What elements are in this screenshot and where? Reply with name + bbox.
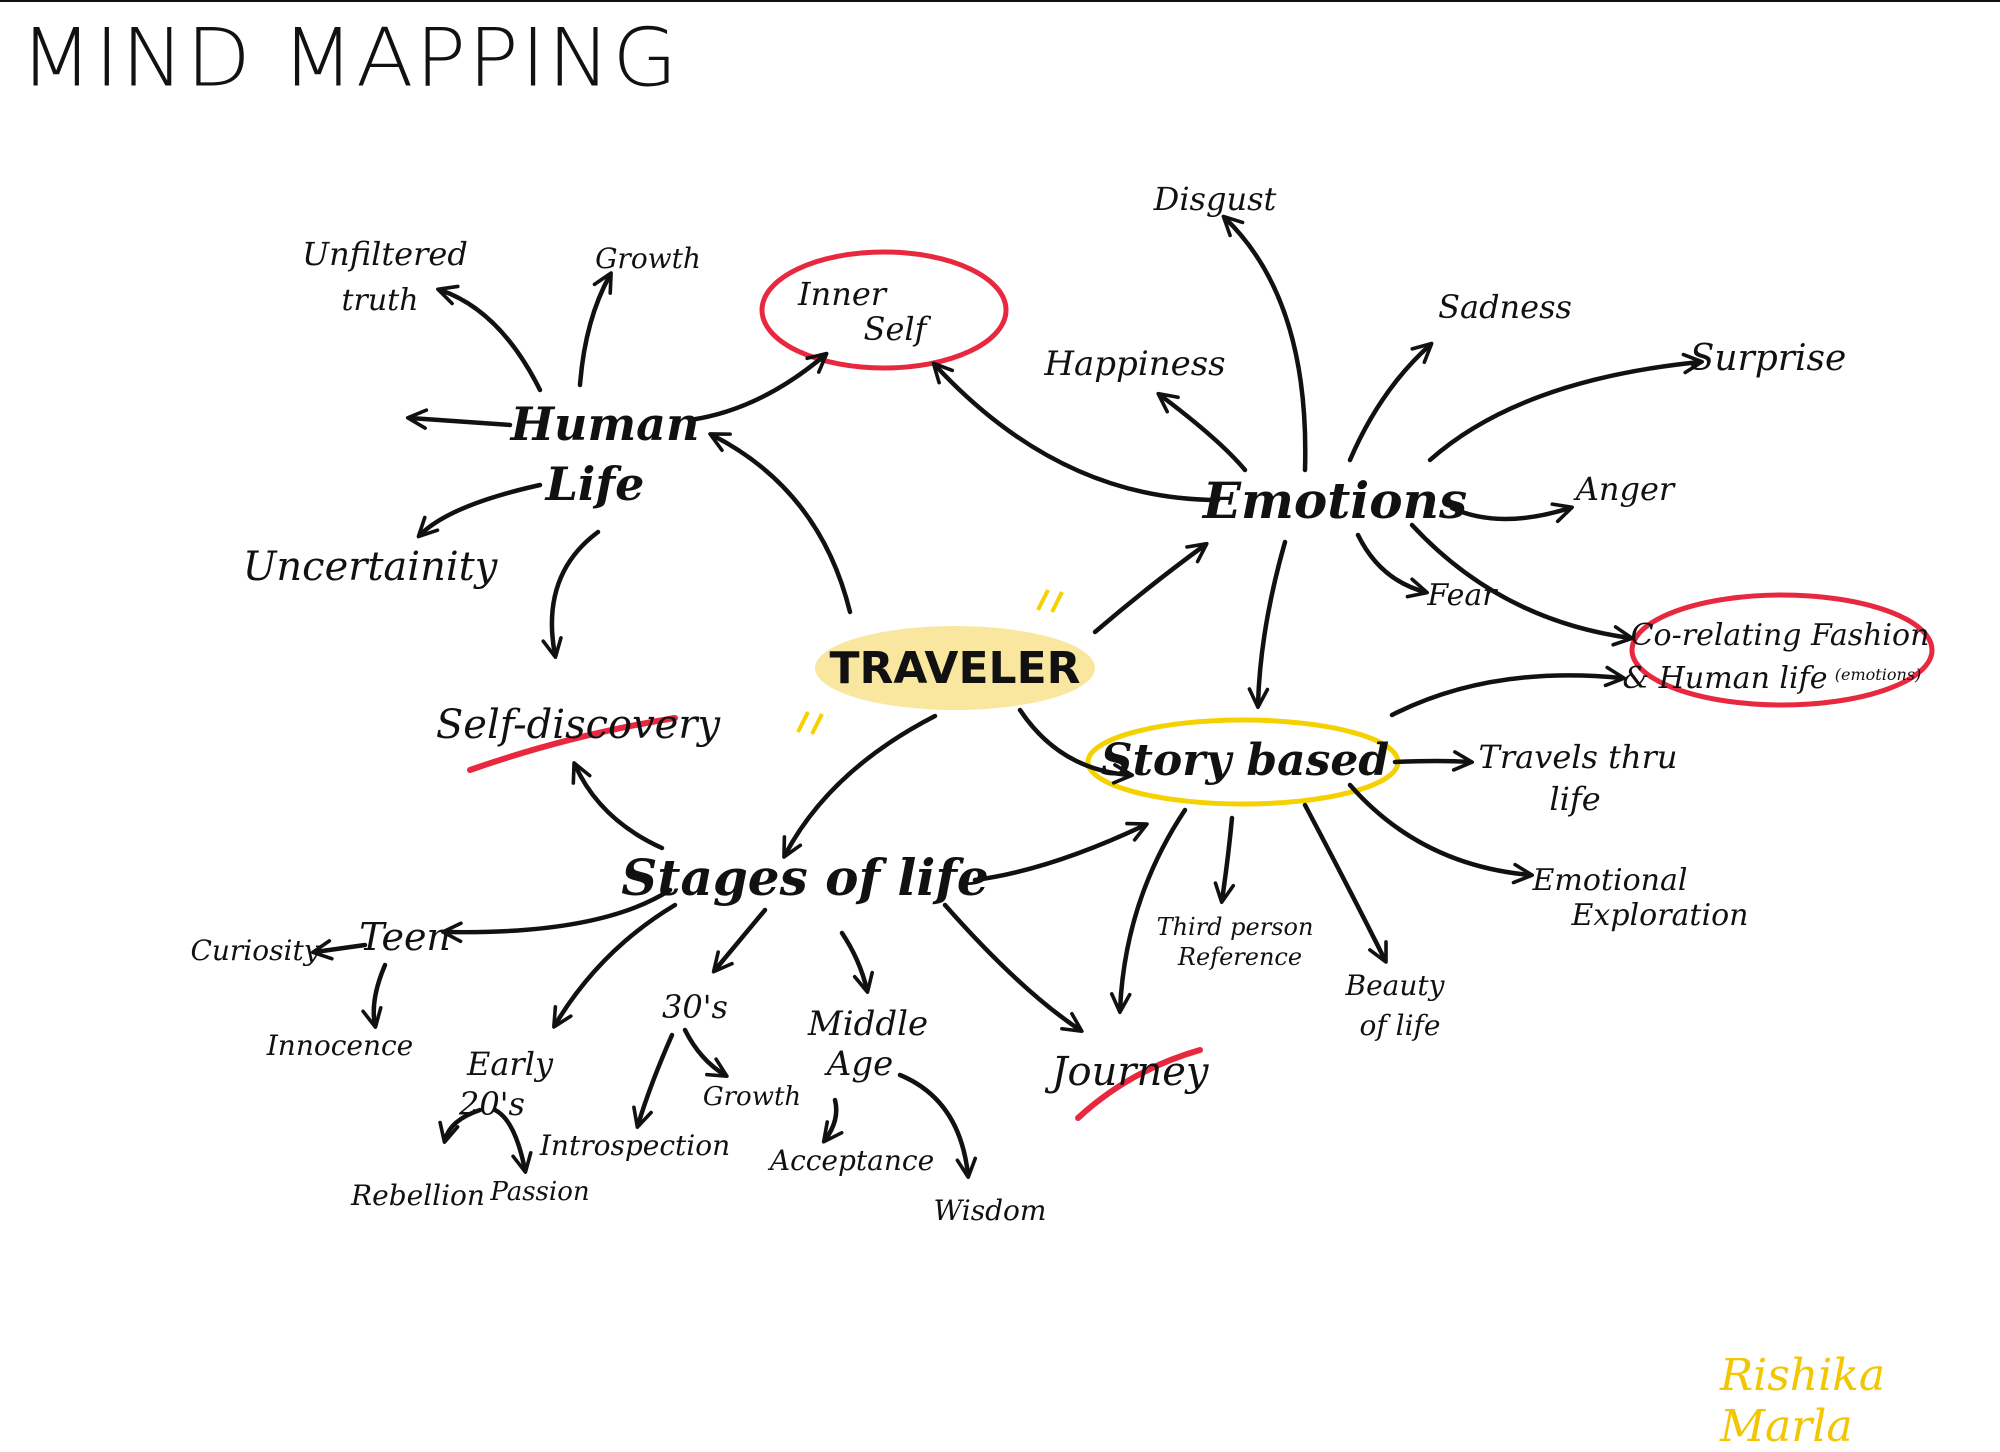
introspection-label: Introspection [539, 1129, 730, 1162]
uncertainity-label: Uncertainity [243, 544, 499, 590]
unfiltered-label-line1: Unfiltered [302, 235, 468, 273]
emotional-exploration-label-line1: Emotional [1532, 863, 1688, 898]
inner-self-circle [759, 249, 1009, 371]
self-discovery-underline [467, 715, 678, 773]
travels-thru-label-line2: life [1549, 780, 1600, 818]
beauty-of-life-label-line1: Beauty [1345, 969, 1446, 1002]
human-life-node-line2: Life [544, 457, 645, 511]
inner-self-label-line1: Inner [797, 275, 888, 313]
correlating-label-line3: (emotions) [1835, 665, 1921, 684]
correlating-label-line2: & Human life [1623, 661, 1828, 696]
inner-self-label-line2: Self [864, 310, 932, 348]
fear-label: Fear [1426, 578, 1498, 613]
emotions-node: Emotions [1201, 471, 1467, 530]
human-life-node-line1: Human [509, 397, 700, 451]
root-accent-mark [810, 713, 824, 735]
disgust-label: Disgust [1153, 180, 1277, 218]
root-node: TRAVELER [829, 643, 1080, 694]
wisdom-label: Wisdom [934, 1194, 1047, 1227]
third-person-label-line1: Third person [1157, 913, 1314, 941]
mind-map-diagram: TRAVELER Human Life Unfiltered truth Gro… [190, 180, 1935, 1227]
beauty-of-life-label-line2: of life [1360, 1009, 1441, 1042]
page-title: MIND MAPPING [20, 11, 680, 105]
story-based-node: Story based [1101, 735, 1389, 786]
thirties-label: 30's [662, 988, 728, 1026]
passion-label: Passion [489, 1177, 589, 1207]
root-accent-mark [1036, 589, 1050, 611]
root-accent-mark [1050, 591, 1064, 613]
curiosity-label: Curiosity [190, 934, 320, 967]
early-20s-label-line2: 20's [458, 1085, 525, 1123]
surprise-label: Surprise [1690, 338, 1847, 379]
unfiltered-label-line2: truth [341, 283, 418, 318]
acceptance-label: Acceptance [767, 1144, 934, 1177]
stages-of-life-node: Stages of life [621, 848, 989, 907]
third-person-label-line2: Reference [1177, 943, 1302, 971]
rebellion-label: Rebellion [350, 1179, 485, 1212]
journey-label: Journey [1044, 1049, 1209, 1095]
journey-underline [1075, 1047, 1203, 1121]
middle-age-label-line1: Middle [807, 1004, 928, 1044]
growth-label: Growth [595, 242, 701, 275]
anger-label: Anger [1573, 470, 1676, 508]
correlating-circle [1629, 592, 1935, 708]
emotional-exploration-label-line2: Exploration [1571, 898, 1749, 933]
root-accent-mark [796, 711, 810, 733]
happiness-label: Happiness [1043, 344, 1225, 384]
root-highlight [815, 626, 1095, 710]
author-signature: Rishika Marla [1720, 1350, 1886, 1452]
growth-stage-label: Growth [703, 1082, 801, 1112]
teen-label: Teen [359, 915, 451, 959]
travels-thru-label-line1: Travels thru [1479, 738, 1678, 776]
early-20s-label-line1: Early [466, 1045, 554, 1083]
sadness-label: Sadness [1438, 288, 1572, 326]
innocence-label: Innocence [266, 1029, 414, 1062]
middle-age-label-line2: Age [824, 1044, 893, 1084]
self-discovery-label: Self-discovery [436, 702, 722, 748]
top-border [0, 0, 2000, 2]
connector-arrows [310, 214, 1705, 1180]
correlating-label-line1: Co-relating Fashion [1631, 618, 1930, 653]
